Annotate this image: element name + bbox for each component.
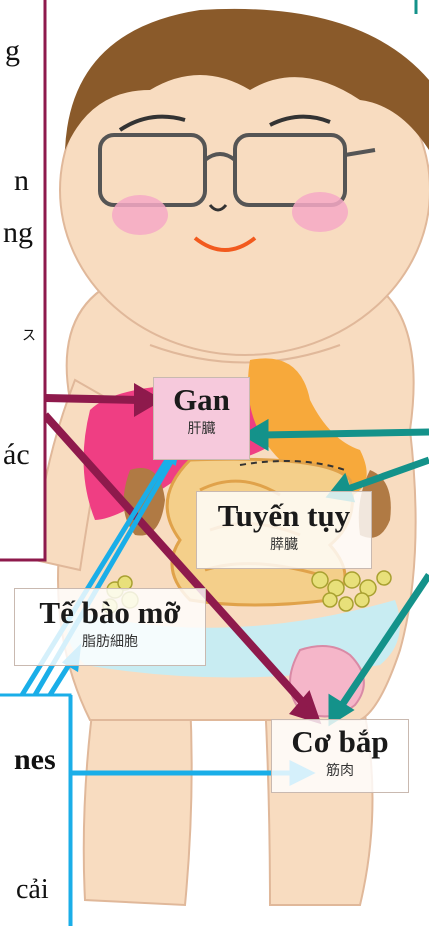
left-panel-fragment-4: ス bbox=[22, 325, 36, 345]
liver-label-ja: 肝臓 bbox=[154, 418, 249, 438]
muscle-label-ja: 筋肉 bbox=[272, 760, 408, 780]
pancreas-label-vi: Tuyến tụy bbox=[197, 498, 371, 534]
liver-label-vi: Gan bbox=[154, 382, 249, 418]
cheek-left bbox=[112, 195, 168, 235]
bottom-panel-fragment-1: nes bbox=[14, 743, 56, 777]
left-panel-fragment-3: ng bbox=[3, 216, 33, 250]
left-leg bbox=[84, 690, 192, 905]
left-panel-fragment-2: n bbox=[14, 164, 29, 198]
bottom-panel-fragment-2: cải bbox=[16, 874, 49, 906]
left-panel-fragment-1: g bbox=[5, 34, 20, 68]
fat-cell-label-vi: Tế bào mỡ bbox=[15, 595, 205, 631]
muscle-label: Cơ bắp 筋肉 bbox=[271, 719, 409, 793]
liver-label: Gan 肝臓 bbox=[153, 377, 250, 460]
left-panel-fragment-5: ác bbox=[3, 438, 30, 472]
cheek-right bbox=[292, 192, 348, 232]
pancreas-label-ja: 膵臓 bbox=[197, 534, 371, 554]
pancreas-label: Tuyến tụy 膵臓 bbox=[196, 491, 372, 569]
fat-cell-label-ja: 脂肪細胞 bbox=[15, 631, 205, 651]
left-info-panel bbox=[0, 0, 45, 560]
fat-cell-label: Tế bào mỡ 脂肪細胞 bbox=[14, 588, 206, 666]
muscle-label-vi: Cơ bắp bbox=[272, 724, 408, 760]
